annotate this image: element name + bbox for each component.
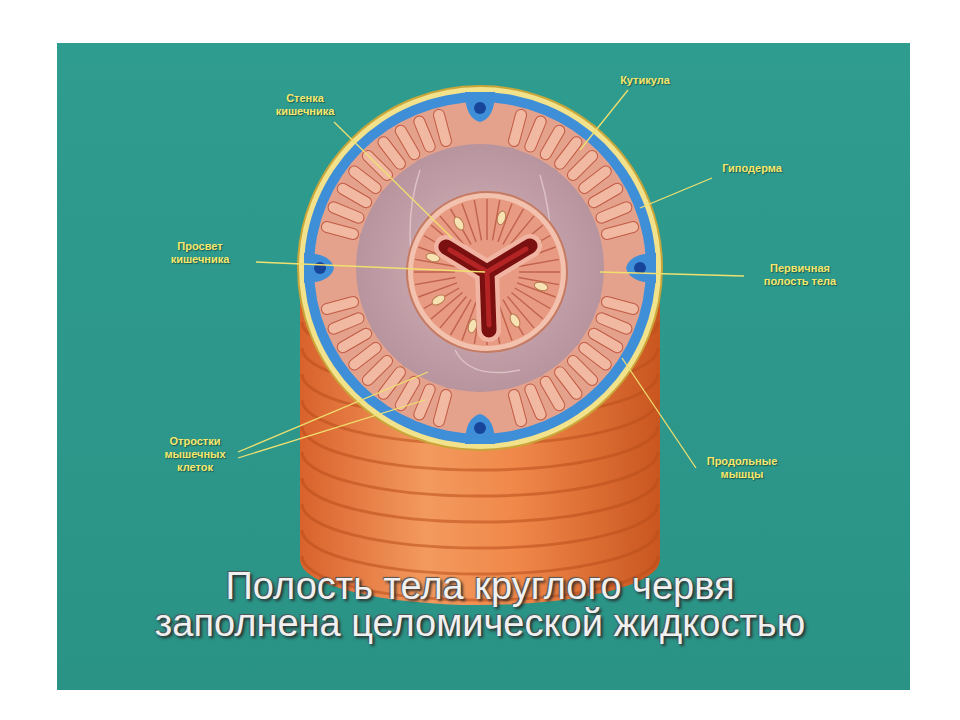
muscle-cell — [507, 388, 527, 428]
hypodermal-cord — [626, 253, 656, 283]
cell-border — [415, 278, 455, 285]
leader-line — [238, 372, 428, 452]
muscle-fiber — [320, 295, 360, 315]
cell-nucleus — [452, 215, 466, 231]
leader-line — [600, 272, 744, 276]
nerve-trunk — [314, 262, 326, 274]
cell-border — [503, 300, 524, 336]
cell-nucleus — [533, 281, 549, 292]
cord-body — [626, 253, 656, 283]
part-label: Первичная полость тела — [748, 262, 852, 288]
part-label: Гиподерма — [706, 162, 798, 175]
cell-border — [424, 288, 460, 309]
intestine-wall — [413, 198, 561, 346]
intestine-cells — [414, 199, 560, 345]
hypodermal-cord — [465, 92, 495, 122]
part-label: Кутикула — [603, 74, 687, 87]
nerve-trunk — [474, 102, 486, 114]
cell-nucleus — [430, 293, 446, 307]
background-panel — [57, 43, 910, 690]
cuticle — [298, 86, 662, 450]
hypodermal-cords — [304, 92, 656, 444]
muscle-fiber — [594, 200, 633, 225]
muscle-fiber — [507, 388, 527, 428]
nerve-trunk — [474, 422, 486, 434]
cord-body — [465, 414, 495, 444]
muscle-fiber — [326, 311, 365, 336]
hypodermis — [304, 92, 656, 444]
muscle-layer — [314, 102, 646, 434]
muscle-cell — [594, 200, 633, 225]
muscle-cell — [523, 382, 548, 421]
cell-nucleus — [496, 210, 507, 226]
cell-border — [474, 200, 481, 240]
leader-line — [640, 178, 712, 208]
lumen-border — [446, 246, 530, 330]
hypodermal-cord — [465, 414, 495, 444]
cell-border — [414, 271, 455, 272]
muscle-fiber — [320, 220, 360, 240]
intestine-outer — [407, 192, 567, 352]
muscle-fiber — [600, 220, 640, 240]
cord-body — [465, 92, 495, 122]
body-ring — [302, 504, 658, 548]
part-label: Стенка кишечника — [259, 92, 351, 118]
cross-section — [298, 86, 662, 450]
leader-line — [238, 400, 425, 458]
lumen-dark — [446, 246, 530, 330]
hypodermal-cord — [304, 253, 334, 283]
cell-nucleus — [467, 318, 478, 334]
cord-body — [304, 253, 334, 283]
body-ring — [302, 452, 658, 496]
intestine-lumen — [446, 246, 530, 330]
muscle-fiber — [600, 295, 640, 315]
cell-border — [519, 271, 560, 272]
muscle-cell — [320, 295, 360, 315]
muscle-fiber — [432, 388, 452, 428]
part-label: Продольные мышцы — [696, 455, 788, 481]
muscle-cell — [600, 220, 640, 240]
nerve-trunk — [634, 262, 646, 274]
longitudinal-muscles — [320, 108, 640, 428]
lumen-inner — [450, 249, 526, 325]
muscle-cell — [326, 311, 365, 336]
muscle-fiber — [523, 382, 548, 421]
muscle-cell — [432, 108, 452, 148]
part-label: Отростки мышечных клеток — [153, 435, 237, 474]
cell-nucleus — [508, 312, 522, 328]
cell-border — [508, 297, 534, 328]
leader-lines — [238, 90, 744, 468]
muscle-fiber — [412, 114, 437, 153]
cell-border — [486, 199, 487, 240]
cell-border — [418, 283, 457, 297]
body-ring — [302, 478, 658, 522]
muscle-cell — [412, 114, 437, 153]
leader-line — [622, 358, 696, 468]
cell-border — [431, 293, 462, 319]
muscle-fiber — [507, 108, 527, 148]
cell-border — [462, 203, 476, 242]
leader-line — [334, 122, 452, 238]
muscle-fiber — [432, 108, 452, 148]
leader-line — [580, 90, 628, 150]
leader-line — [256, 262, 485, 272]
caption: Полость тела круглого червя заполнена це… — [150, 568, 810, 642]
part-label: Просвет кишечника — [148, 240, 252, 266]
